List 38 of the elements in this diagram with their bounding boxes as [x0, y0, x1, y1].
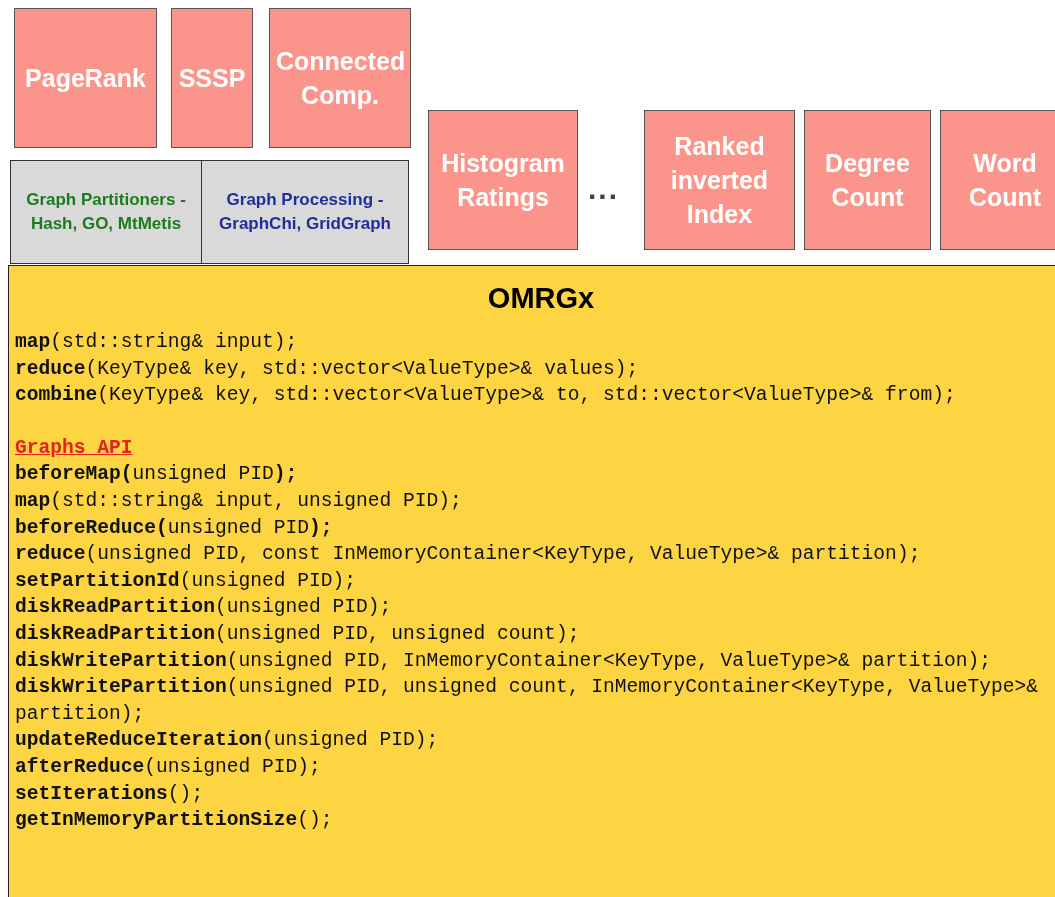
panel-title: OMRGx — [487, 282, 595, 315]
code-line: beforeMap(unsigned PID); — [15, 462, 298, 488]
ellipsis: ... — [588, 172, 619, 206]
box-label: SSSP — [178, 63, 246, 94]
application-box — [171, 8, 253, 148]
application-box — [644, 110, 795, 250]
code-line: diskWritePartition(unsigned PID, unsigned count, InMemoryContainer<KeyType, ValueType>& partition); — [15, 675, 1039, 727]
code-line: afterReduce(unsigned PID); — [15, 754, 321, 780]
code-line: map(std::string& input, unsigned PID); — [15, 488, 462, 514]
box-label: Histogram Ratings — [440, 148, 566, 213]
box-label: Degree Count — [824, 148, 911, 213]
code-line: beforeReduce(unsigned PID); — [15, 515, 333, 541]
application-box — [14, 8, 157, 148]
code-line: getInMemoryPartitionSize(); — [15, 808, 333, 834]
code-line: updateReduceIteration(unsigned PID); — [15, 728, 439, 754]
application-box — [269, 8, 411, 148]
code-line: diskWritePartition(unsigned PID, InMemoryContainer<KeyType, ValueType>& partition); — [15, 648, 991, 674]
application-box — [804, 110, 931, 250]
code-line: setPartitionId(unsigned PID); — [15, 568, 356, 594]
application-box — [940, 110, 1055, 250]
component-box — [201, 160, 409, 264]
code-line: reduce(unsigned PID, const InMemoryContainer<KeyType, ValueType>& partition); — [15, 542, 921, 568]
box-label: Word Count — [967, 148, 1043, 213]
code-line: setIterations(); — [15, 781, 204, 807]
framework-panel — [8, 265, 1055, 897]
box-label: Graph Partitioners - Hash, GO, MtMetis — [25, 189, 187, 235]
box-label: Connected Comp. — [276, 46, 404, 111]
box-label: Graph Processing - GraphChi, GridGraph — [218, 189, 392, 235]
application-box — [428, 110, 578, 250]
box-label: PageRank — [25, 63, 146, 94]
code-line: combine(KeyType& key, std::vector<ValueType>& to, std::vector<ValueType>& from); — [15, 383, 956, 409]
code-line: map(std::string& input); — [15, 330, 298, 355]
section-heading: Graphs API — [15, 435, 133, 461]
code-line: diskReadPartition(unsigned PID); — [15, 595, 392, 621]
component-box — [10, 160, 202, 264]
code-line: reduce(KeyType& key, std::vector<ValueType>& values); — [15, 356, 639, 382]
box-label: Ranked inverted Index — [669, 131, 770, 230]
code-line: diskReadPartition(unsigned PID, unsigned count); — [15, 621, 580, 647]
